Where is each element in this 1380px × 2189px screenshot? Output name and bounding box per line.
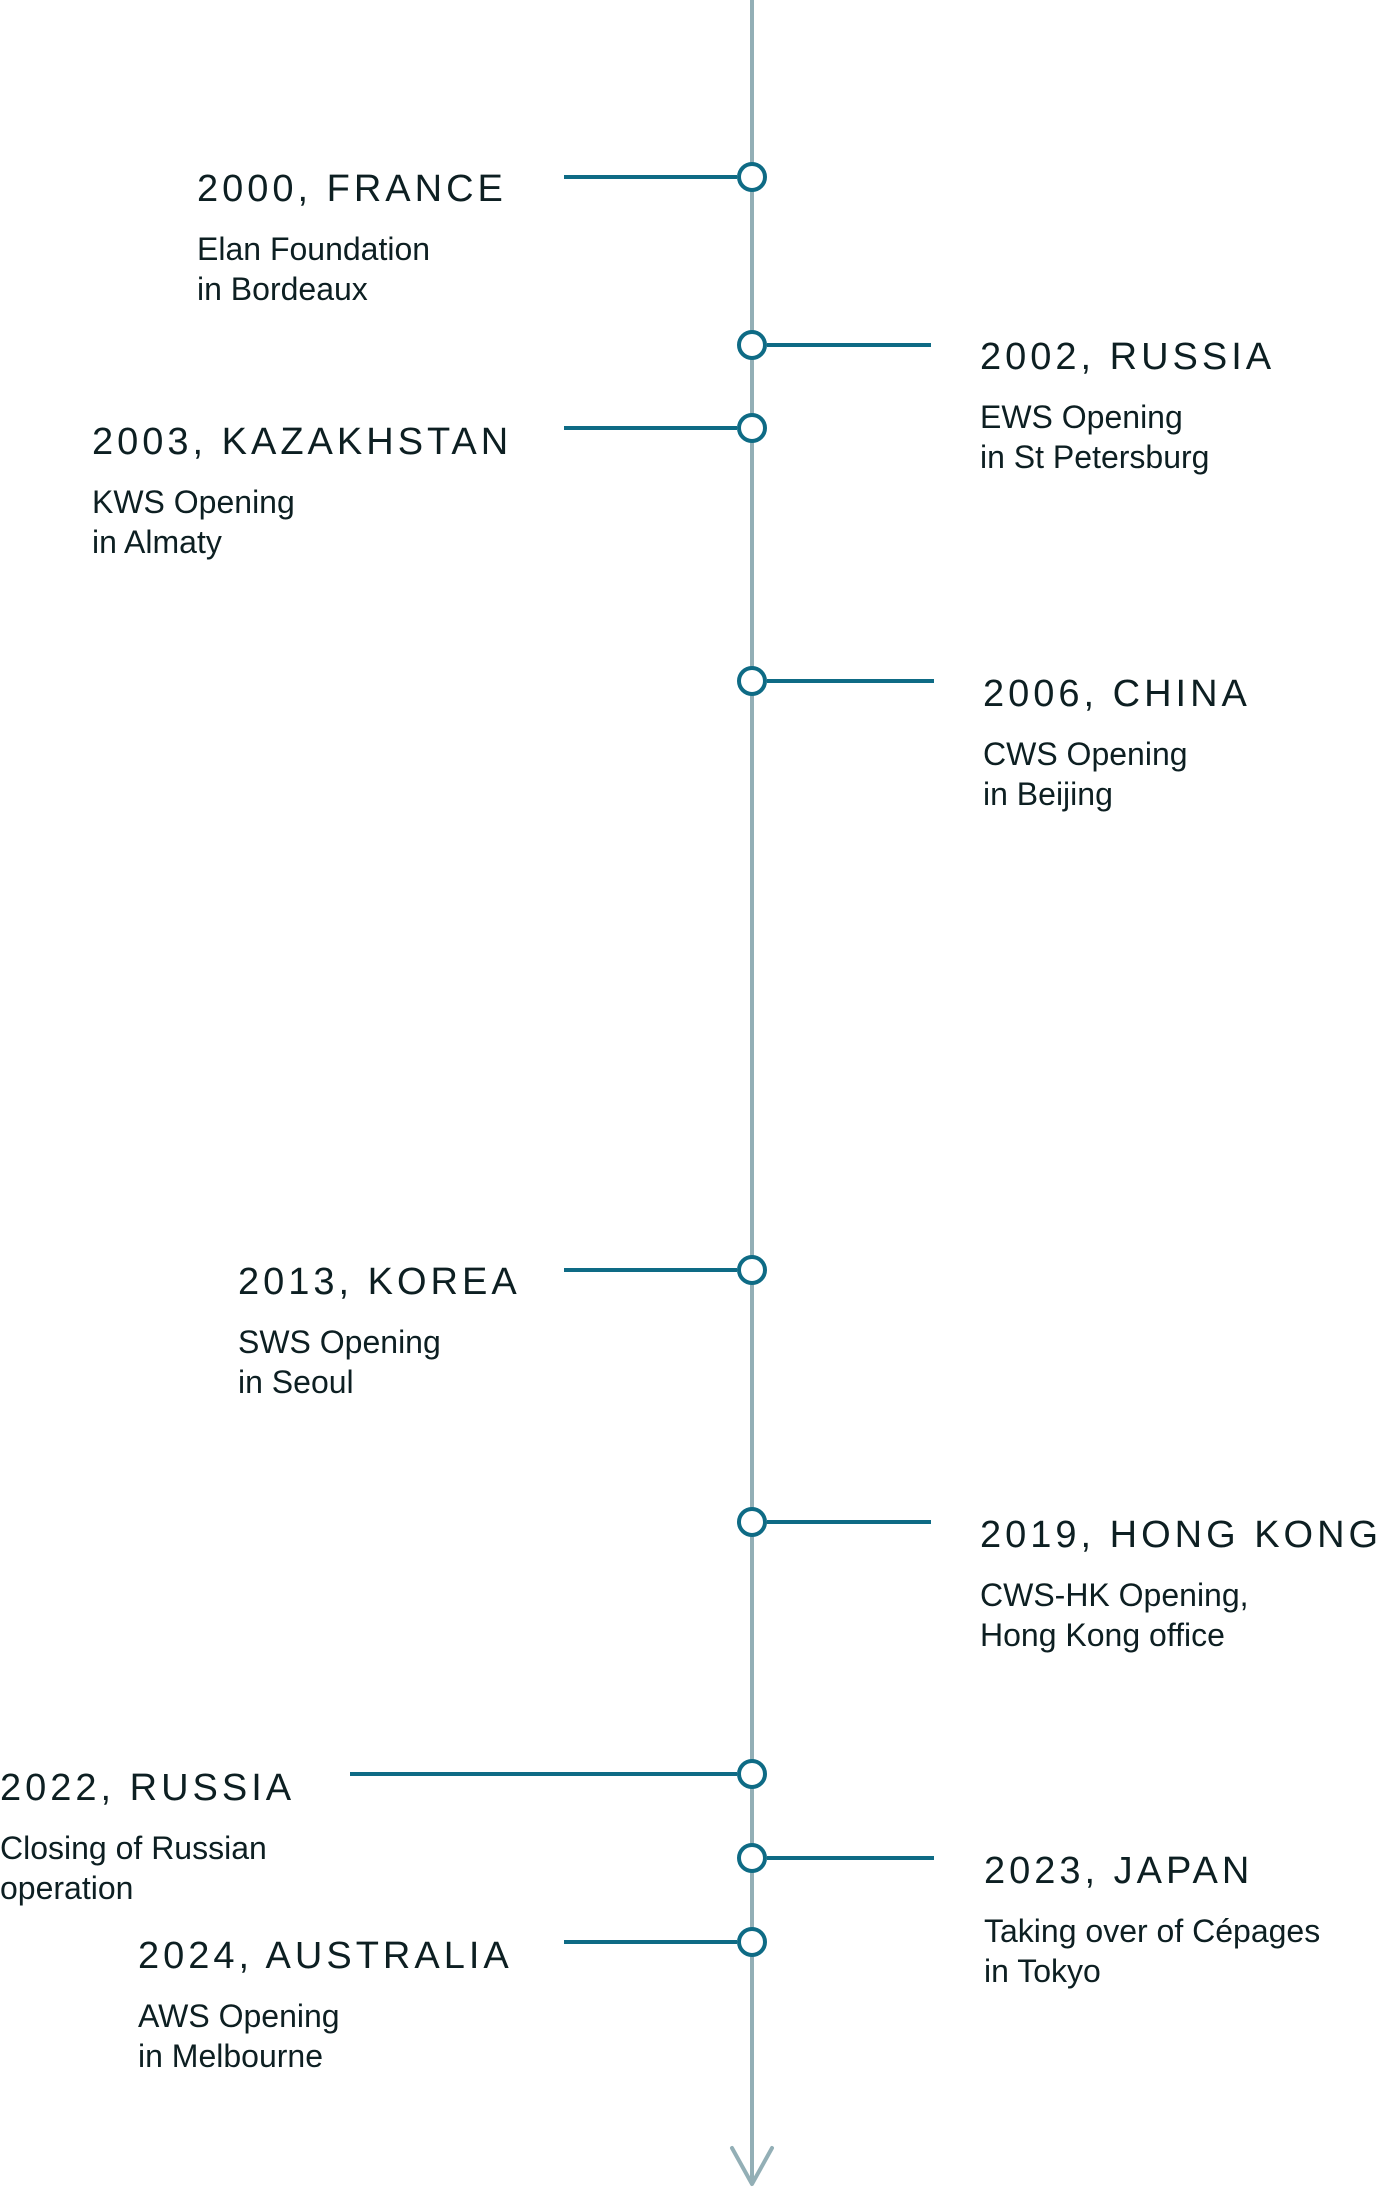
connector-line	[564, 1268, 737, 1272]
event-heading: 2003, KAZAKHSTAN	[92, 421, 513, 463]
timeline-node	[737, 330, 767, 360]
description-line: in St Petersburg	[980, 439, 1210, 475]
event-description: AWS Opening in Melbourne	[138, 1996, 513, 2076]
event-heading: 2006, CHINA	[983, 673, 1251, 715]
timeline-node	[737, 413, 767, 443]
description-line: KWS Opening	[92, 484, 295, 520]
connector-line	[564, 175, 737, 179]
timeline-entry: 2022, RUSSIA Closing of Russian operation	[0, 1766, 295, 1908]
description-line: SWS Opening	[238, 1324, 441, 1360]
timeline-entry: 2000, FRANCE Elan Foundation in Bordeaux	[197, 167, 507, 309]
timeline-entry: 2003, KAZAKHSTAN KWS Opening in Almaty	[92, 420, 512, 562]
description-line: Taking over of Cépages	[984, 1913, 1321, 1949]
connector-line	[767, 679, 934, 683]
event-heading: 2019, HONG KONG	[980, 1514, 1380, 1556]
event-description: SWS Opening in Seoul	[238, 1322, 521, 1402]
description-line: CWS Opening	[983, 736, 1188, 772]
description-line: AWS Opening	[138, 1998, 340, 2034]
description-line: operation	[0, 1870, 134, 1906]
event-description: Closing of Russian operation	[0, 1828, 295, 1908]
description-line: EWS Opening	[980, 399, 1183, 435]
timeline-entry: 2006, CHINA CWS Opening in Beijing	[983, 672, 1251, 814]
connector-line	[767, 343, 931, 347]
description-line: Hong Kong office	[980, 1617, 1225, 1653]
event-description: EWS Opening in St Petersburg	[980, 397, 1275, 477]
description-line: in Beijing	[983, 776, 1113, 812]
description-line: in Seoul	[238, 1364, 354, 1400]
timeline-entry: 2023, JAPAN Taking over of Cépages in Toky…	[984, 1849, 1320, 1991]
event-description: CWS-HK Opening, Hong Kong office	[980, 1575, 1380, 1655]
arrow-down-icon	[730, 2146, 774, 2186]
timeline-entry: 2019, HONG KONG CWS-HK Opening, Hong Kong …	[980, 1513, 1380, 1655]
event-heading: 2023, JAPAN	[984, 1850, 1254, 1892]
event-heading: 2022, RUSSIA	[0, 1767, 296, 1809]
timeline-node	[737, 1759, 767, 1789]
event-heading: 2002, RUSSIA	[980, 336, 1276, 378]
event-description: CWS Opening in Beijing	[983, 734, 1251, 814]
description-line: in Almaty	[92, 524, 222, 560]
connector-line	[767, 1856, 934, 1860]
connector-line	[350, 1772, 737, 1776]
event-heading: 2000, FRANCE	[197, 168, 507, 210]
event-description: Elan Foundation in Bordeaux	[197, 229, 507, 309]
event-description: KWS Opening in Almaty	[92, 482, 512, 562]
connector-line	[564, 1940, 737, 1944]
description-line: in Bordeaux	[197, 271, 368, 307]
timeline-axis	[750, 0, 754, 2180]
event-description: Taking over of Cépages in Tokyo	[984, 1911, 1320, 1991]
description-line: in Tokyo	[984, 1953, 1101, 1989]
description-line: in Melbourne	[138, 2038, 323, 2074]
timeline-node	[737, 1507, 767, 1537]
timeline-node	[737, 1927, 767, 1957]
timeline-entry: 2013, KOREA SWS Opening in Seoul	[238, 1260, 521, 1402]
description-line: Closing of Russian	[0, 1830, 267, 1866]
timeline-entry: 2002, RUSSIA EWS Opening in St Petersburg	[980, 335, 1275, 477]
connector-line	[564, 426, 737, 430]
event-heading: 2024, AUSTRALIA	[138, 1935, 513, 1977]
timeline-node	[737, 162, 767, 192]
event-heading: 2013, KOREA	[238, 1261, 521, 1303]
description-line: Elan Foundation	[197, 231, 431, 267]
timeline-entry: 2024, AUSTRALIA AWS Opening in Melbourne	[138, 1934, 513, 2076]
connector-line	[767, 1520, 931, 1524]
timeline-node	[737, 1255, 767, 1285]
timeline-node	[737, 1843, 767, 1873]
timeline-node	[737, 666, 767, 696]
description-line: CWS-HK Opening,	[980, 1577, 1249, 1613]
